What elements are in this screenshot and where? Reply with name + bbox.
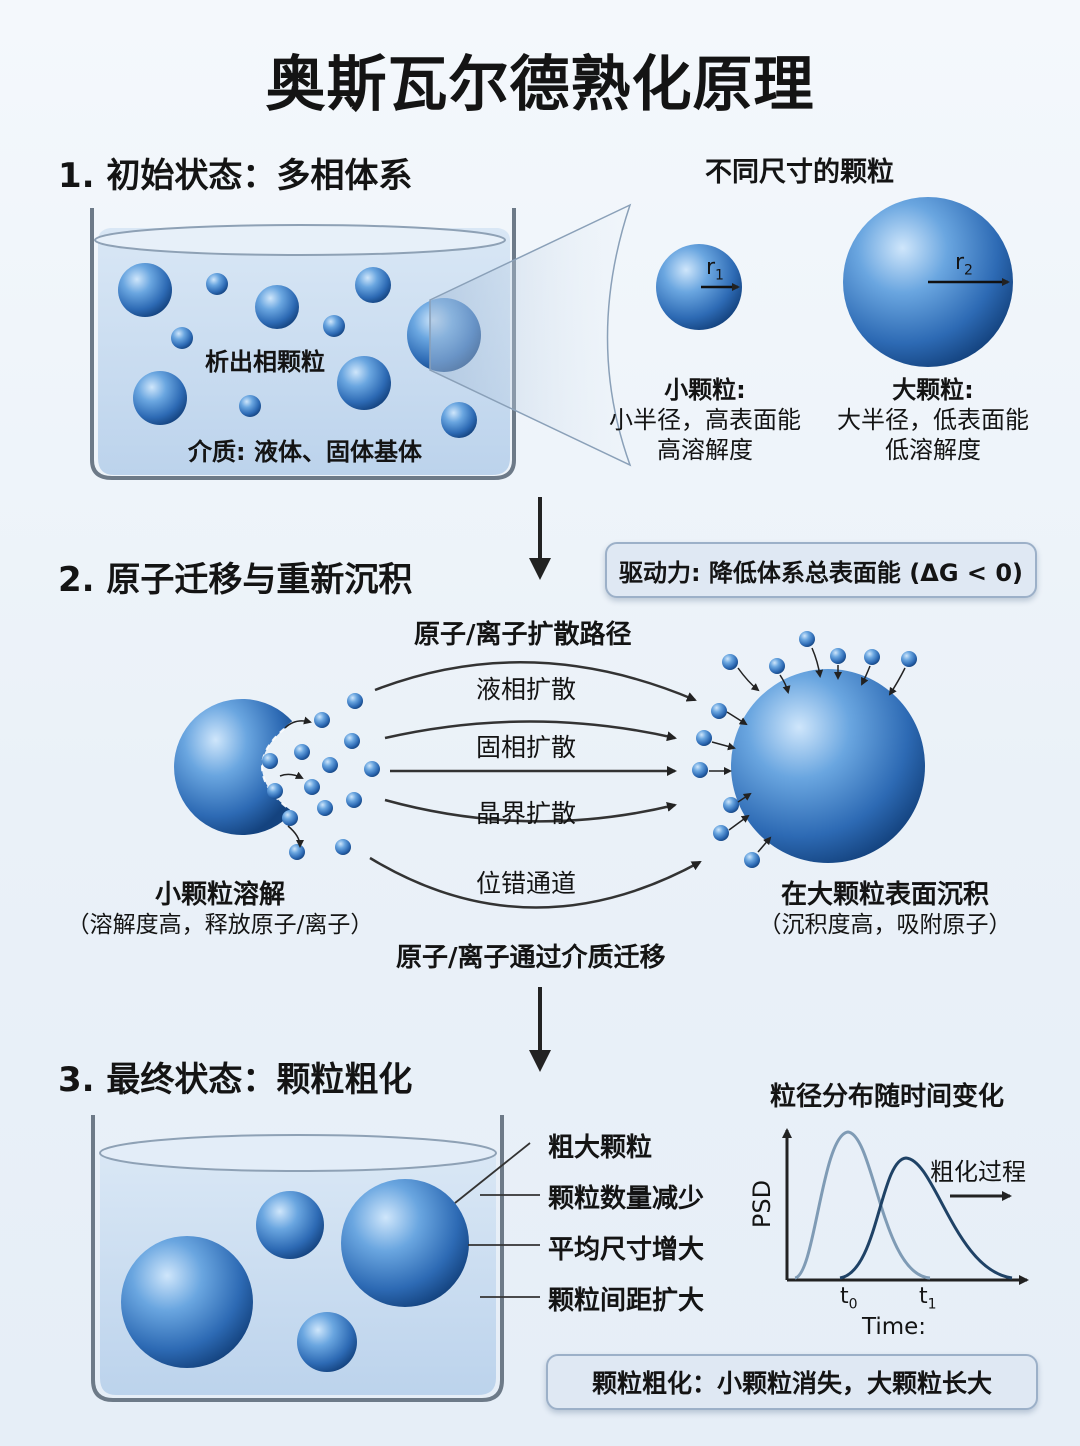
summary-box: 颗粒粗化：小颗粒消失，大颗粒长大: [546, 1354, 1038, 1410]
feature-spacing: 颗粒间距扩大: [548, 1286, 705, 1316]
coarsening-label: 粗化过程: [930, 1158, 1026, 1186]
path-dislocation-arrow: [369, 856, 702, 909]
coarse-particles: [121, 1179, 469, 1372]
section3-heading: 3. 最终状态：颗粒粗化: [58, 1060, 413, 1100]
r1-label: r1: [706, 255, 724, 284]
driving-force-box: 驱动力: 降低体系总表面能 (ΔG < 0): [605, 542, 1037, 598]
depositing-atoms: [692, 631, 917, 868]
growing-particle: [731, 669, 925, 863]
paths-title: 原子/离子扩散路径: [414, 620, 632, 650]
section2-heading: 2. 原子迁移与重新沉积: [58, 560, 413, 600]
path-solid-arrow: [384, 720, 677, 742]
feature-coarse: 粗大颗粒: [548, 1133, 653, 1163]
zoom-particles: [656, 197, 1013, 367]
medium-label: 介质: 液体、固体基体: [188, 438, 422, 466]
dissolve-desc: 小颗粒溶解 （溶解度高，释放原子/离子）: [66, 880, 374, 938]
zoom-title: 不同尺寸的颗粒: [705, 157, 894, 188]
psd-curve-t1: [839, 1156, 1013, 1280]
deposit-desc: 在大颗粒表面沉积 （沉积度高，吸附原子）: [758, 880, 1012, 938]
t1-label: t1: [919, 1284, 937, 1313]
r2-label: r2: [955, 250, 973, 279]
beaker-initial: [90, 208, 516, 480]
path-grain-arrow-2: [384, 798, 677, 823]
time-label: Time:: [862, 1314, 927, 1340]
small-particle-desc: 小颗粒: 小半径，高表面能 高溶解度: [609, 376, 801, 464]
t0-label: t0: [840, 1284, 858, 1313]
path-solid-label: 固相扩散: [476, 733, 577, 762]
section1-heading: 1. 初始状态：多相体系: [58, 156, 413, 196]
migration-label: 原子/离子通过介质迁移: [396, 943, 666, 973]
large-particle-desc: 大颗粒: 大半径，低表面能 低溶解度: [837, 376, 1029, 464]
path-liquid-label: 液相扩散: [476, 675, 577, 704]
feature-count: 颗粒数量减少: [548, 1184, 705, 1214]
zoom-cone: [429, 203, 632, 467]
path-dislocation-label: 位错通道: [476, 869, 577, 898]
precipitate-label: 析出相颗粒: [205, 348, 325, 376]
feature-size: 平均尺寸增大: [548, 1235, 705, 1265]
dissolving-particle: [174, 699, 294, 835]
psd-chart: [782, 1128, 1029, 1285]
feature-leader-lines: [454, 1142, 540, 1298]
psd-curve-t0: [794, 1130, 931, 1280]
diffusion-paths: [369, 661, 702, 909]
psd-label: PSD: [748, 1179, 777, 1229]
path-grain-label: 晶界扩散: [476, 799, 577, 828]
page-title: 奥斯瓦尔德熟化原理: [265, 50, 815, 120]
path-liquid-arrow: [374, 661, 697, 702]
chart-title: 粒径分布随时间变化: [770, 1082, 1005, 1112]
released-atoms: [262, 693, 380, 860]
